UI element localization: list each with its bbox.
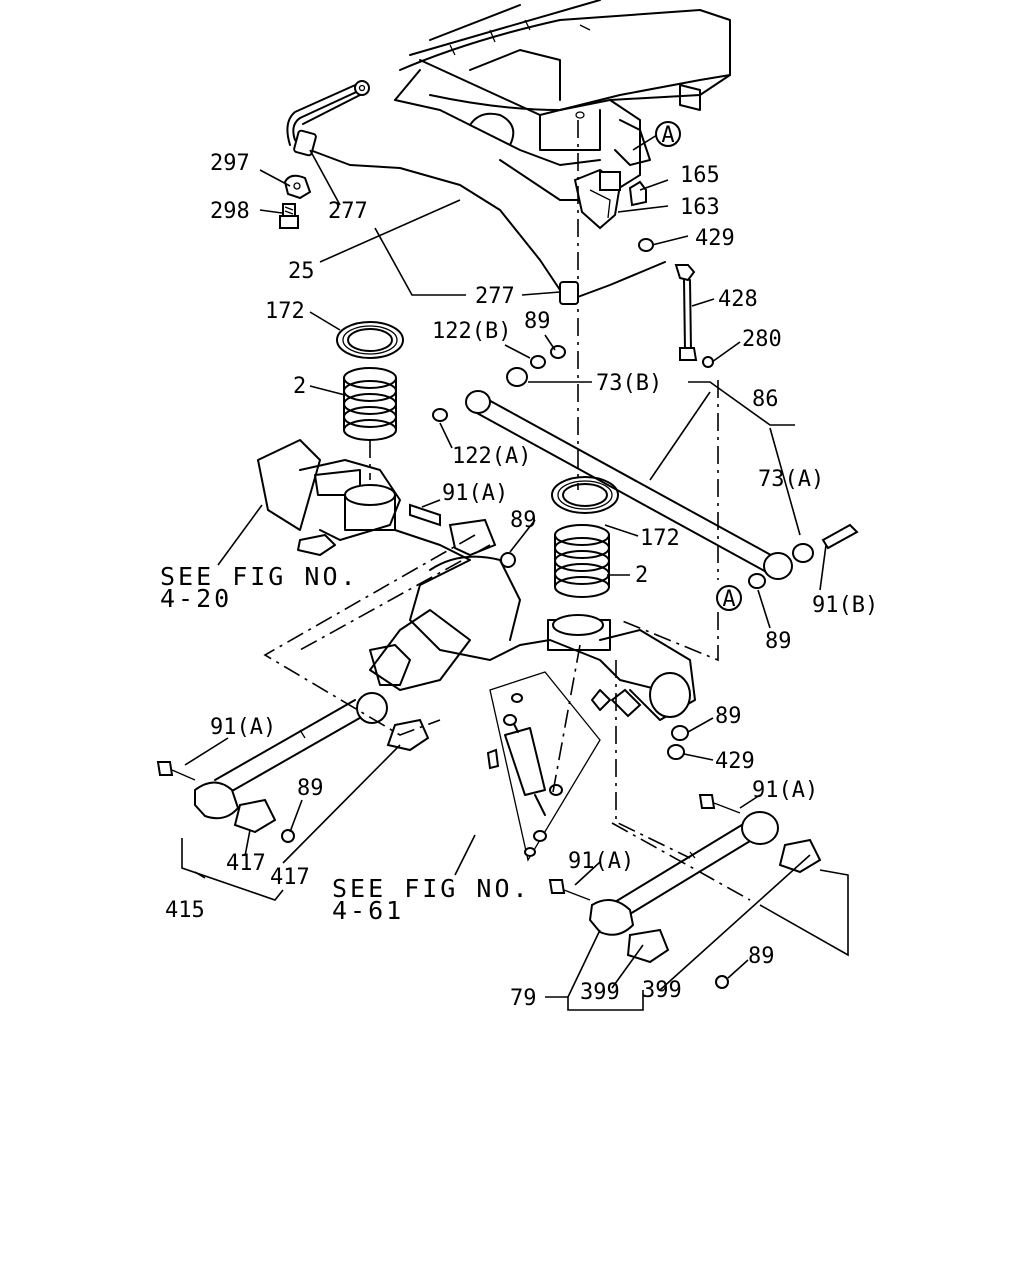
reference-a-top: A xyxy=(655,121,681,148)
part-label-79: 79 xyxy=(510,986,537,1011)
lower-link-79 xyxy=(548,794,822,989)
bolt-298 xyxy=(279,203,299,229)
part-label-399-a: 399 xyxy=(580,980,620,1005)
part-label-280: 280 xyxy=(742,327,782,352)
part-label-122b: 122(B) xyxy=(432,319,511,344)
part-label-428: 428 xyxy=(718,287,758,312)
part-label-415: 415 xyxy=(165,898,205,923)
part-label-91a-right-lower: 91(A) xyxy=(568,849,634,874)
part-label-297: 297 xyxy=(210,151,250,176)
part-label-277-lower: 277 xyxy=(475,284,515,309)
part-label-89-left: 89 xyxy=(297,776,324,801)
shock-absorber-detail xyxy=(486,671,601,862)
rear-axle-housing xyxy=(257,439,696,721)
part-label-89-bottom: 89 xyxy=(748,944,775,969)
see-fig-4-61-line2: 4-61 xyxy=(332,896,404,925)
see-figure-references: SEE FIG NO. 4-20 SEE FIG NO. 4-61 xyxy=(160,562,531,925)
part-label-89-axle: 89 xyxy=(715,704,742,729)
stabilizer-clamp xyxy=(283,174,312,200)
reference-a-mid: A xyxy=(716,585,742,612)
part-label-122a: 122(A) xyxy=(452,444,531,469)
leader-lines xyxy=(181,134,849,1011)
part-label-399-b: 399 xyxy=(642,978,682,1003)
part-label-172-right: 172 xyxy=(640,526,680,551)
part-label-429-axle: 429 xyxy=(715,749,755,774)
part-label-91a-right-upper: 91(A) xyxy=(752,778,818,803)
part-label-25: 25 xyxy=(288,259,315,284)
part-label-89-right: 89 xyxy=(765,629,792,654)
nut-89-axle xyxy=(671,725,689,741)
part-label-298: 298 xyxy=(210,199,250,224)
part-label-73b: 73(B) xyxy=(596,371,662,396)
lower-link-415 xyxy=(156,692,430,843)
lateral-rod-86 xyxy=(432,345,859,589)
see-fig-4-61-line1: SEE FIG NO. xyxy=(332,874,531,903)
part-label-91a-left: 91(A) xyxy=(210,715,276,740)
nut-429-axle xyxy=(667,744,685,760)
spring-seat-172-left xyxy=(336,321,404,359)
stabilizer-bar xyxy=(286,80,666,305)
part-label-2-right: 2 xyxy=(635,563,648,588)
part-number-labels: 297 298 277 25 277 165 163 429 428 280 1… xyxy=(165,151,878,1011)
reference-a-mid-text: A xyxy=(722,587,735,612)
part-label-172-top: 172 xyxy=(265,299,305,324)
part-label-165: 165 xyxy=(680,163,720,188)
see-fig-4-20-line1: SEE FIG NO. xyxy=(160,562,359,591)
part-label-86: 86 xyxy=(752,387,779,412)
part-label-2-left: 2 xyxy=(293,374,306,399)
part-label-73a: 73(A) xyxy=(758,467,824,492)
stabilizer-link-428 xyxy=(638,238,714,368)
part-label-89-middle: 89 xyxy=(510,508,537,533)
vehicle-frame xyxy=(394,0,731,201)
dashed-alignment-lines xyxy=(263,120,751,901)
part-label-163: 163 xyxy=(680,195,720,220)
coil-spring-2-left xyxy=(343,367,397,441)
part-label-91b: 91(B) xyxy=(812,593,878,618)
link-bracket-axle xyxy=(610,688,642,718)
reference-a-top-text: A xyxy=(661,123,674,148)
bracket-163 xyxy=(573,168,647,230)
spring-seat-172-right xyxy=(551,476,619,514)
part-label-417-b: 417 xyxy=(270,865,310,890)
part-label-91a-upper: 91(A) xyxy=(442,481,508,506)
part-label-89-top: 89 xyxy=(524,309,551,334)
part-label-429-top: 429 xyxy=(695,226,735,251)
coil-spring-2-right xyxy=(554,524,610,598)
part-label-277-upper: 277 xyxy=(328,199,368,224)
see-fig-4-20-line2: 4-20 xyxy=(160,584,232,613)
part-label-417-a: 417 xyxy=(226,851,266,876)
